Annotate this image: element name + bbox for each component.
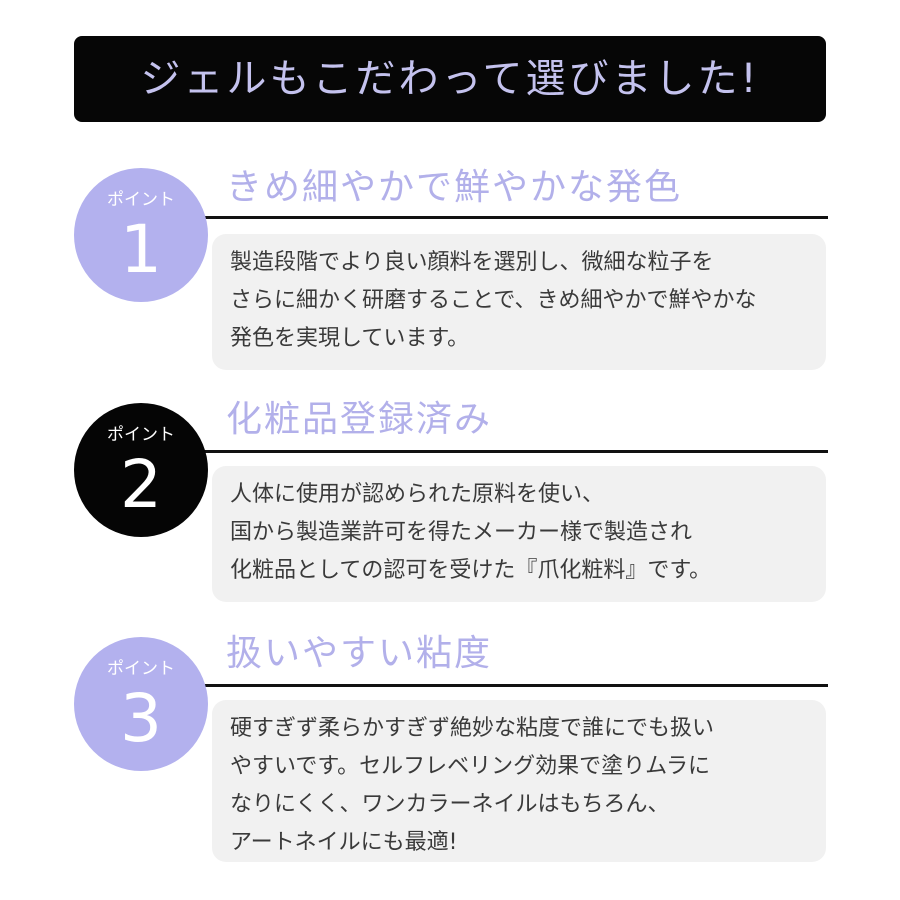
point-description-box-1: 製造段階でより良い顔料を選別し、微細な粒子を さらに細かく研磨することで、きめ細… (212, 234, 826, 370)
title-banner: ジェルもこだわって選びました! (74, 36, 826, 122)
point-badge-number: 2 (120, 446, 162, 523)
description-line: さらに細かく研磨することで、きめ細やかで鮮やかな (230, 288, 757, 313)
heading-divider (200, 450, 828, 453)
point-heading-2: 化粧品登録済み (226, 399, 493, 440)
point-description-box-3: 硬すぎず柔らかすぎず絶妙な粘度で誰にでも扱い やすいです。セルフレベリング効果で… (212, 700, 826, 862)
point-description-box-2: 人体に使用が認められた原料を使い、 国から製造業許可を得たメーカー様で製造され … (212, 466, 826, 602)
point-badge-number: 3 (120, 680, 162, 757)
point-badge-label: ポイント (107, 190, 175, 210)
description-line: やすいです。セルフレベリング効果で塗りムラに (230, 754, 711, 779)
point-badge-label: ポイント (107, 659, 175, 679)
description-line: 硬すぎず柔らかすぎず絶妙な粘度で誰にでも扱い (230, 716, 715, 741)
banner-title: ジェルもこだわって選びました! (140, 56, 760, 102)
description-line: 発色を実現しています。 (230, 326, 470, 351)
point-badge-3: ポイント 3 (74, 637, 208, 771)
description-line: なりにくく、ワンカラーネイルはもちろん、 (230, 792, 670, 817)
heading-divider (200, 684, 828, 687)
description-line: 化粧品としての認可を受けた『爪化粧料』です。 (230, 558, 712, 583)
description-line: 国から製造業許可を得たメーカー様で製造され (230, 520, 693, 545)
point-badge-number: 1 (120, 211, 162, 288)
heading-divider (200, 216, 828, 219)
point-badge-label: ポイント (107, 425, 175, 445)
description-line: 製造段階でより良い顔料を選別し、微細な粒子を (230, 250, 714, 275)
point-badge-2: ポイント 2 (74, 403, 208, 537)
point-heading-1: きめ細やかで鮮やかな発色 (226, 167, 683, 208)
description-line: 人体に使用が認められた原料を使い、 (230, 482, 605, 507)
point-heading-3: 扱いやすい粘度 (226, 633, 493, 674)
description-line: アートネイルにも最適! (230, 830, 458, 855)
point-badge-1: ポイント 1 (74, 168, 208, 302)
